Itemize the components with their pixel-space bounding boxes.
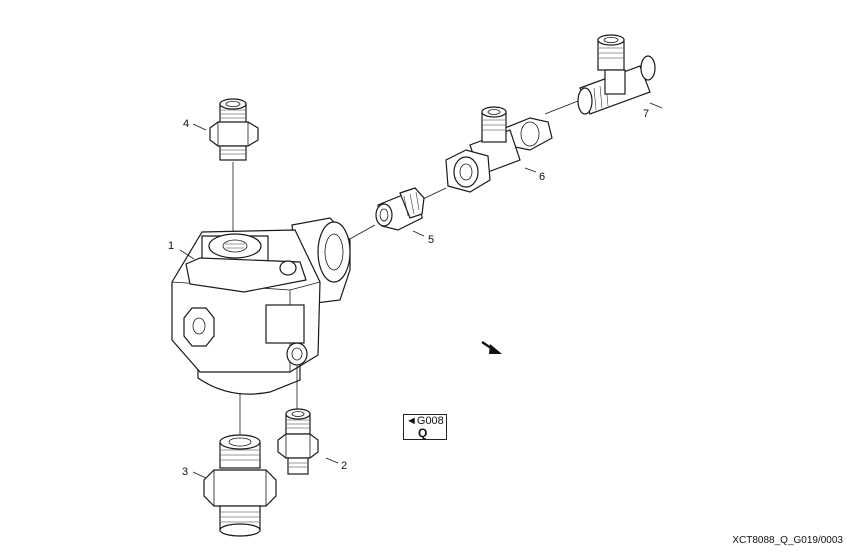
callout-6: 6 (539, 171, 545, 183)
document-code: XCT8088_Q_G019/0003 (732, 535, 843, 546)
part-4-connector (192, 98, 259, 238)
part-6-tee-with-nuts (445, 106, 553, 193)
part-5-union (347, 187, 447, 241)
direction-arrow-icon (481, 341, 502, 354)
reference-code: ◄G008 (406, 415, 444, 427)
callout-4: 4 (183, 118, 189, 130)
part-2-connector (277, 408, 339, 475)
part-1-valve-body (171, 217, 351, 438)
callout-1: 1 (168, 240, 174, 252)
part-7-tee-union (544, 34, 663, 115)
callout-2: 2 (341, 460, 347, 472)
part-3-connector (192, 434, 277, 537)
callout-7: 7 (643, 108, 649, 120)
callout-5: 5 (428, 234, 434, 246)
callout-3: 3 (182, 466, 188, 478)
reference-box: ◄G008 Q (403, 414, 447, 440)
reference-letter: Q (418, 426, 428, 440)
